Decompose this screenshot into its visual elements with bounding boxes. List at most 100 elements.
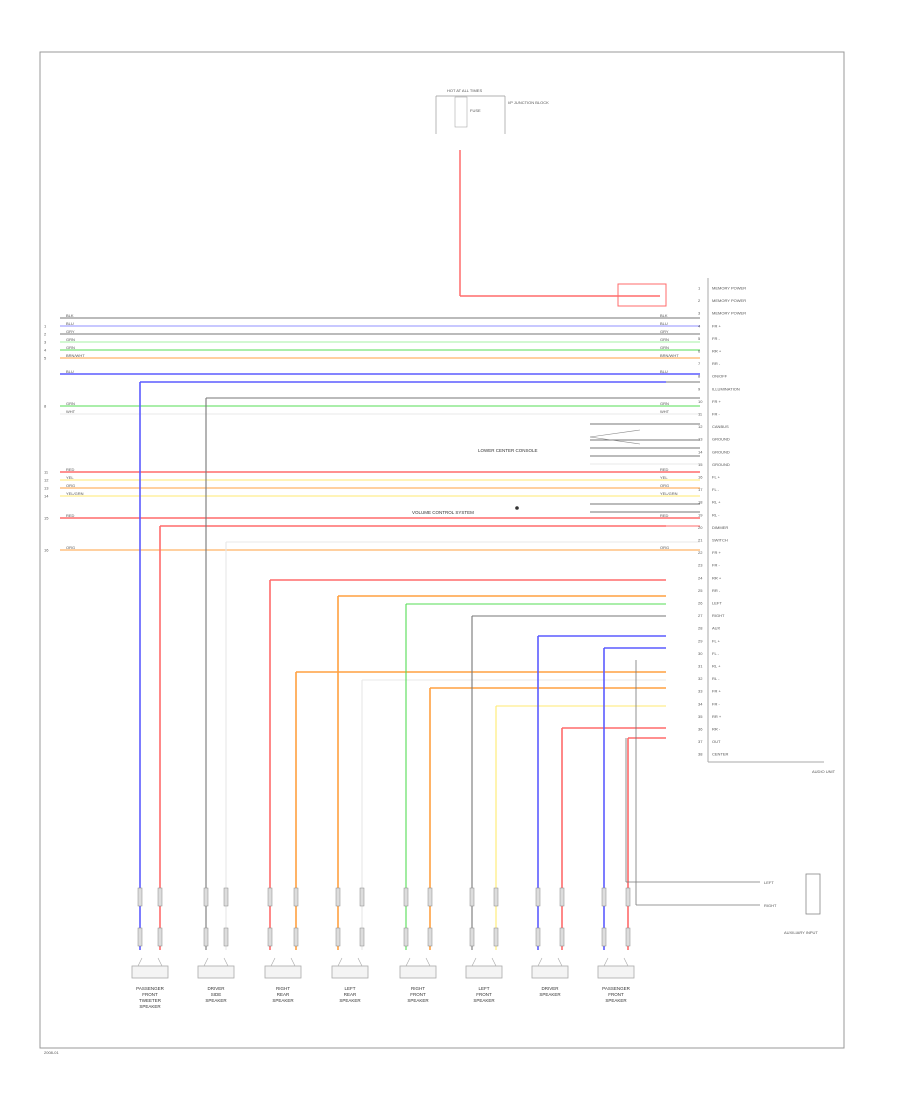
audio-unit-pin-number: 5 (698, 336, 701, 341)
wire-connector-mark (469, 887, 475, 907)
audio-unit-pin-label: RR - (712, 361, 721, 366)
audio-unit-pin-number: 7 (698, 361, 701, 366)
speaker-label: SPEAKER (272, 998, 294, 1003)
left-row-number: 1 (44, 324, 47, 329)
left-row-code: RED (66, 513, 75, 518)
wire-connector-mark (535, 887, 541, 907)
right-row-code: BLK (660, 313, 668, 318)
aux-left-label: LEFT (764, 880, 774, 885)
audio-unit-pin-number: 25 (698, 588, 703, 593)
speaker-label: FRONT (608, 992, 624, 997)
audio-unit-pin-number: 27 (698, 613, 703, 618)
audio-unit-pin-label: FL - (712, 487, 720, 492)
audio-unit-pin-number: 15 (698, 462, 703, 467)
audio-unit-pin-label: FR + (712, 689, 721, 694)
wire-connector-mark (493, 927, 499, 947)
aux-input-label: AUXILIARY INPUT (784, 930, 818, 935)
wire-connector-mark (293, 887, 299, 907)
audio-unit-pin-number: 20 (698, 525, 703, 530)
wire-connector-mark (493, 887, 499, 907)
speaker-cone-line (203, 957, 209, 967)
audio-unit-pin-number: 30 (698, 651, 703, 656)
wire-connector-mark (601, 887, 607, 907)
audio-unit-pin-number: 36 (698, 727, 703, 732)
wire-connector-mark (335, 887, 341, 907)
wire-connector-mark (267, 927, 273, 947)
speaker-symbol (331, 965, 369, 979)
speaker-cone-line (491, 957, 497, 967)
speaker-cone-line (357, 957, 363, 967)
speaker-cone-line (137, 957, 143, 967)
right-row-code: RED (660, 467, 669, 472)
audio-unit-pin-number: 24 (698, 575, 703, 580)
left-row-number: 8 (44, 404, 47, 409)
left-row-number: 11 (44, 470, 49, 475)
audio-unit-pin-label: RR + (712, 349, 722, 354)
speaker-label: SPEAKER (339, 998, 361, 1003)
right-row-code: YEL/GRN (660, 491, 678, 496)
wire-connector-mark (625, 927, 631, 947)
right-row-code: GRY (660, 329, 669, 334)
speaker-cone-line (270, 957, 276, 967)
audio-unit-pin-number: 37 (698, 739, 703, 744)
wire-connector-mark (403, 887, 409, 907)
left-row-number: 5 (44, 356, 47, 361)
left-row-number: 13 (44, 486, 49, 491)
audio-unit-pin-label: FR + (712, 550, 721, 555)
speaker-cone-line (537, 957, 543, 967)
audio-unit-pin-number: 2 (698, 298, 701, 303)
left-row-number: 3 (44, 340, 47, 345)
audio-unit-pin-label: FR - (712, 336, 720, 341)
lower-console-label: LOWER CENTER CONSOLE (478, 448, 538, 453)
audio-unit-pin-number: 14 (698, 449, 703, 454)
left-row-number: 12 (44, 478, 49, 483)
right-row-code: BLU (660, 369, 668, 374)
audio-unit-pin-number: 3 (698, 311, 701, 316)
audio-unit-pin-number: 33 (698, 689, 703, 694)
audio-unit-pin-label: ON/OFF (712, 374, 728, 379)
audio-unit-pin-number: 1 (698, 286, 701, 291)
wire-connector-mark (335, 927, 341, 947)
top-connector: HOT AT ALL TIMES FUSE I/P JUNCTION BLOCK (435, 88, 667, 307)
speaker-label: PASSENGER (136, 986, 164, 991)
audio-unit-pin-label: RL - (712, 676, 720, 681)
speaker-cone-line (223, 957, 229, 967)
right-row-code: GRN (660, 401, 669, 406)
audio-unit-pin-number: 11 (698, 412, 703, 417)
right-row-code: YEL (660, 475, 668, 480)
wire-connector-mark (427, 927, 433, 947)
speaker-symbol (197, 965, 235, 979)
wire-connector-mark (625, 887, 631, 907)
left-row-code: YEL/GRN (66, 491, 84, 496)
speaker-cone-line (557, 957, 563, 967)
audio-unit-pin-number: 21 (698, 538, 703, 543)
audio-unit-pin-label: MEMORY POWER (712, 286, 746, 291)
fuse-label: FUSE (470, 108, 481, 113)
speaker-label: TWEETER (139, 998, 162, 1003)
audio-unit-pin-label: RR - (712, 588, 721, 593)
audio-unit-pin-number: 18 (698, 500, 703, 505)
volume-control-callout: VOLUME CONTROL SYSTEM (412, 506, 519, 515)
left-row-code: RED (66, 467, 75, 472)
wire-connector-mark (203, 887, 209, 907)
right-row-code: ORG (660, 483, 669, 488)
aux-input-connector: LEFT RIGHT AUXILIARY INPUT (625, 660, 821, 935)
audio-unit-pin-label: CENTER (712, 752, 729, 757)
speaker-cone-line (405, 957, 411, 967)
right-row-code: GRN (660, 345, 669, 350)
left-row-code: ORG (66, 545, 75, 550)
audio-unit-pin-number: 8 (698, 374, 701, 379)
left-row-code: ORG (66, 483, 75, 488)
audio-unit-pin-label: FR - (712, 412, 720, 417)
audio-unit-pin-number: 22 (698, 550, 703, 555)
speaker-cone-line (603, 957, 609, 967)
speaker-label: SPEAKER (205, 998, 227, 1003)
audio-unit-pin-label: GROUND (712, 449, 730, 454)
audio-unit-pin-number: 35 (698, 714, 703, 719)
speaker-symbol (399, 965, 437, 979)
audio-unit-pin-label: RL + (712, 500, 721, 505)
wire-connector-mark (427, 887, 433, 907)
wire-connector-mark (267, 887, 273, 907)
